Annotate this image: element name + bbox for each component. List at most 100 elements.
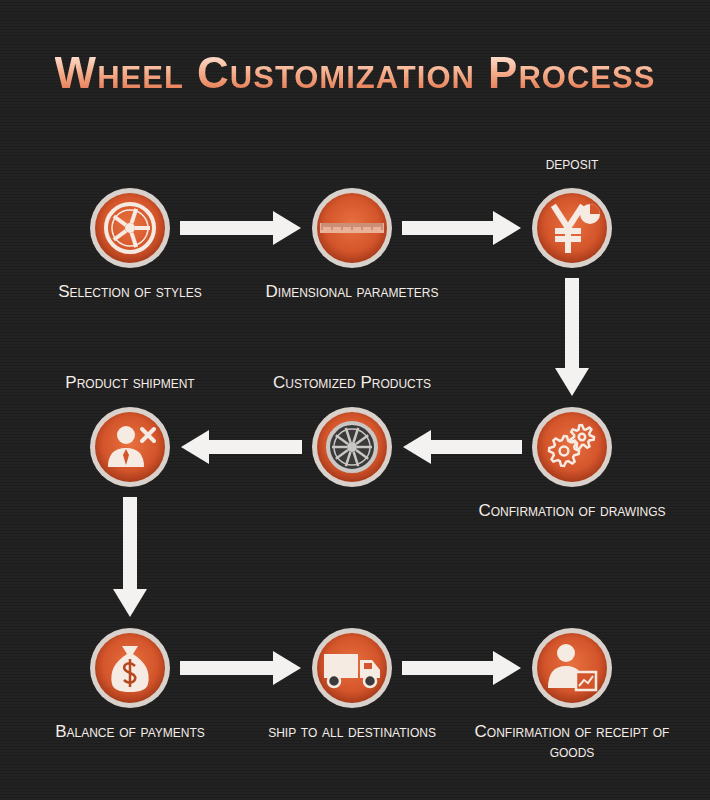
icon-shape <box>372 223 373 230</box>
icon-shape <box>317 412 387 482</box>
icon-shape <box>332 223 333 230</box>
icon-shape <box>336 435 348 444</box>
icon-shape <box>555 208 581 250</box>
icon-shape <box>570 425 594 449</box>
icon-shape <box>108 448 144 467</box>
icon-shape <box>142 429 154 441</box>
step-icon <box>320 223 384 233</box>
flow-arrow <box>123 497 137 590</box>
icon-shape <box>312 188 392 268</box>
step-circle <box>530 405 614 489</box>
icon-shape <box>537 633 607 703</box>
icon-shape <box>95 193 165 263</box>
step-label: Confirmation of receipt of goods <box>467 722 677 763</box>
icon-shape <box>342 223 343 230</box>
process-step: Selection of styles <box>88 186 172 270</box>
icon-shape <box>350 223 351 227</box>
icon-shape <box>135 226 150 230</box>
icon-shape <box>532 628 612 708</box>
process-step: Confirmation of drawings <box>530 405 614 489</box>
process-step: Dimensional parameters <box>310 186 394 270</box>
step-label: Selection of styles <box>58 282 201 302</box>
icon-shape <box>324 654 358 678</box>
flow-arrow <box>180 221 274 235</box>
process-step: Balance of payments <box>88 626 172 710</box>
icon-shape <box>334 223 335 227</box>
icon-shape <box>132 233 137 247</box>
icon-shape <box>324 223 325 227</box>
icon-shape <box>312 407 392 487</box>
icon-shape <box>380 223 381 227</box>
icon-shape <box>326 223 327 227</box>
step-icon <box>111 646 148 692</box>
icon-shape <box>336 223 337 227</box>
icon-shape <box>317 193 387 263</box>
flow-arrow <box>402 661 494 675</box>
icon-shape <box>90 407 170 487</box>
step-circle <box>310 405 394 489</box>
icon-shape <box>320 223 384 233</box>
icon-shape <box>328 675 340 687</box>
step-circle <box>310 186 394 270</box>
step-label: Balance of payments <box>55 722 205 742</box>
process-step: ship to all destinations <box>310 626 394 710</box>
step-label: Confirmation of drawings <box>478 501 665 521</box>
icon-shape <box>346 223 347 227</box>
flow-arrow <box>565 278 579 369</box>
icon-shape <box>364 223 365 227</box>
icon-shape <box>123 449 129 465</box>
process-step: Customized Products <box>310 405 394 489</box>
flow-arrow <box>208 440 302 454</box>
icon-shape <box>366 223 367 227</box>
step-icon <box>328 423 376 471</box>
icon-shape <box>537 412 607 482</box>
icon-shape <box>111 646 148 692</box>
icon-shape <box>590 204 600 214</box>
icon-shape <box>322 223 323 230</box>
step-label: Product shipment <box>65 373 194 393</box>
icon-shape <box>549 436 579 466</box>
icon-shape <box>532 407 612 487</box>
step-circle <box>88 626 172 710</box>
step-label: deposit <box>546 154 599 174</box>
icon-shape <box>344 223 345 227</box>
icon-shape <box>362 223 363 230</box>
icon-shape <box>338 223 339 227</box>
icon-shape <box>557 644 575 662</box>
icon-shape <box>124 659 135 687</box>
icon-shape <box>354 223 355 227</box>
icon-shape <box>328 423 376 471</box>
flow-arrow <box>180 661 274 675</box>
icon-shape <box>346 452 351 466</box>
step-circle <box>530 186 614 270</box>
icon-shape <box>357 446 372 449</box>
icon-shape <box>364 675 376 687</box>
step-icon <box>106 204 154 252</box>
icon-shape <box>368 223 369 227</box>
diagram-title: Wheel Customization Process <box>55 48 656 98</box>
icon-shape <box>354 452 359 466</box>
icon-shape <box>95 633 165 703</box>
icon-shape <box>106 204 154 252</box>
step-icon <box>324 654 380 687</box>
step-icon <box>549 425 594 466</box>
icon-shape <box>356 223 357 227</box>
step-circle <box>88 186 172 270</box>
icon-shape <box>90 628 170 708</box>
icon-shape <box>560 447 569 456</box>
icon-shape <box>114 216 126 225</box>
icon-shape <box>370 223 371 227</box>
process-step: Confirmation of receipt of goods <box>530 626 614 710</box>
icon-shape <box>95 412 165 482</box>
icon-shape <box>382 223 383 230</box>
icon-shape <box>576 672 596 690</box>
icon-shape <box>114 231 126 240</box>
icon-shape <box>347 442 357 452</box>
icon-shape <box>340 223 341 227</box>
icon-shape <box>336 450 348 459</box>
icon-shape <box>330 223 331 227</box>
step-icon <box>108 426 154 467</box>
icon-shape <box>356 450 368 459</box>
step-icon <box>548 644 596 690</box>
